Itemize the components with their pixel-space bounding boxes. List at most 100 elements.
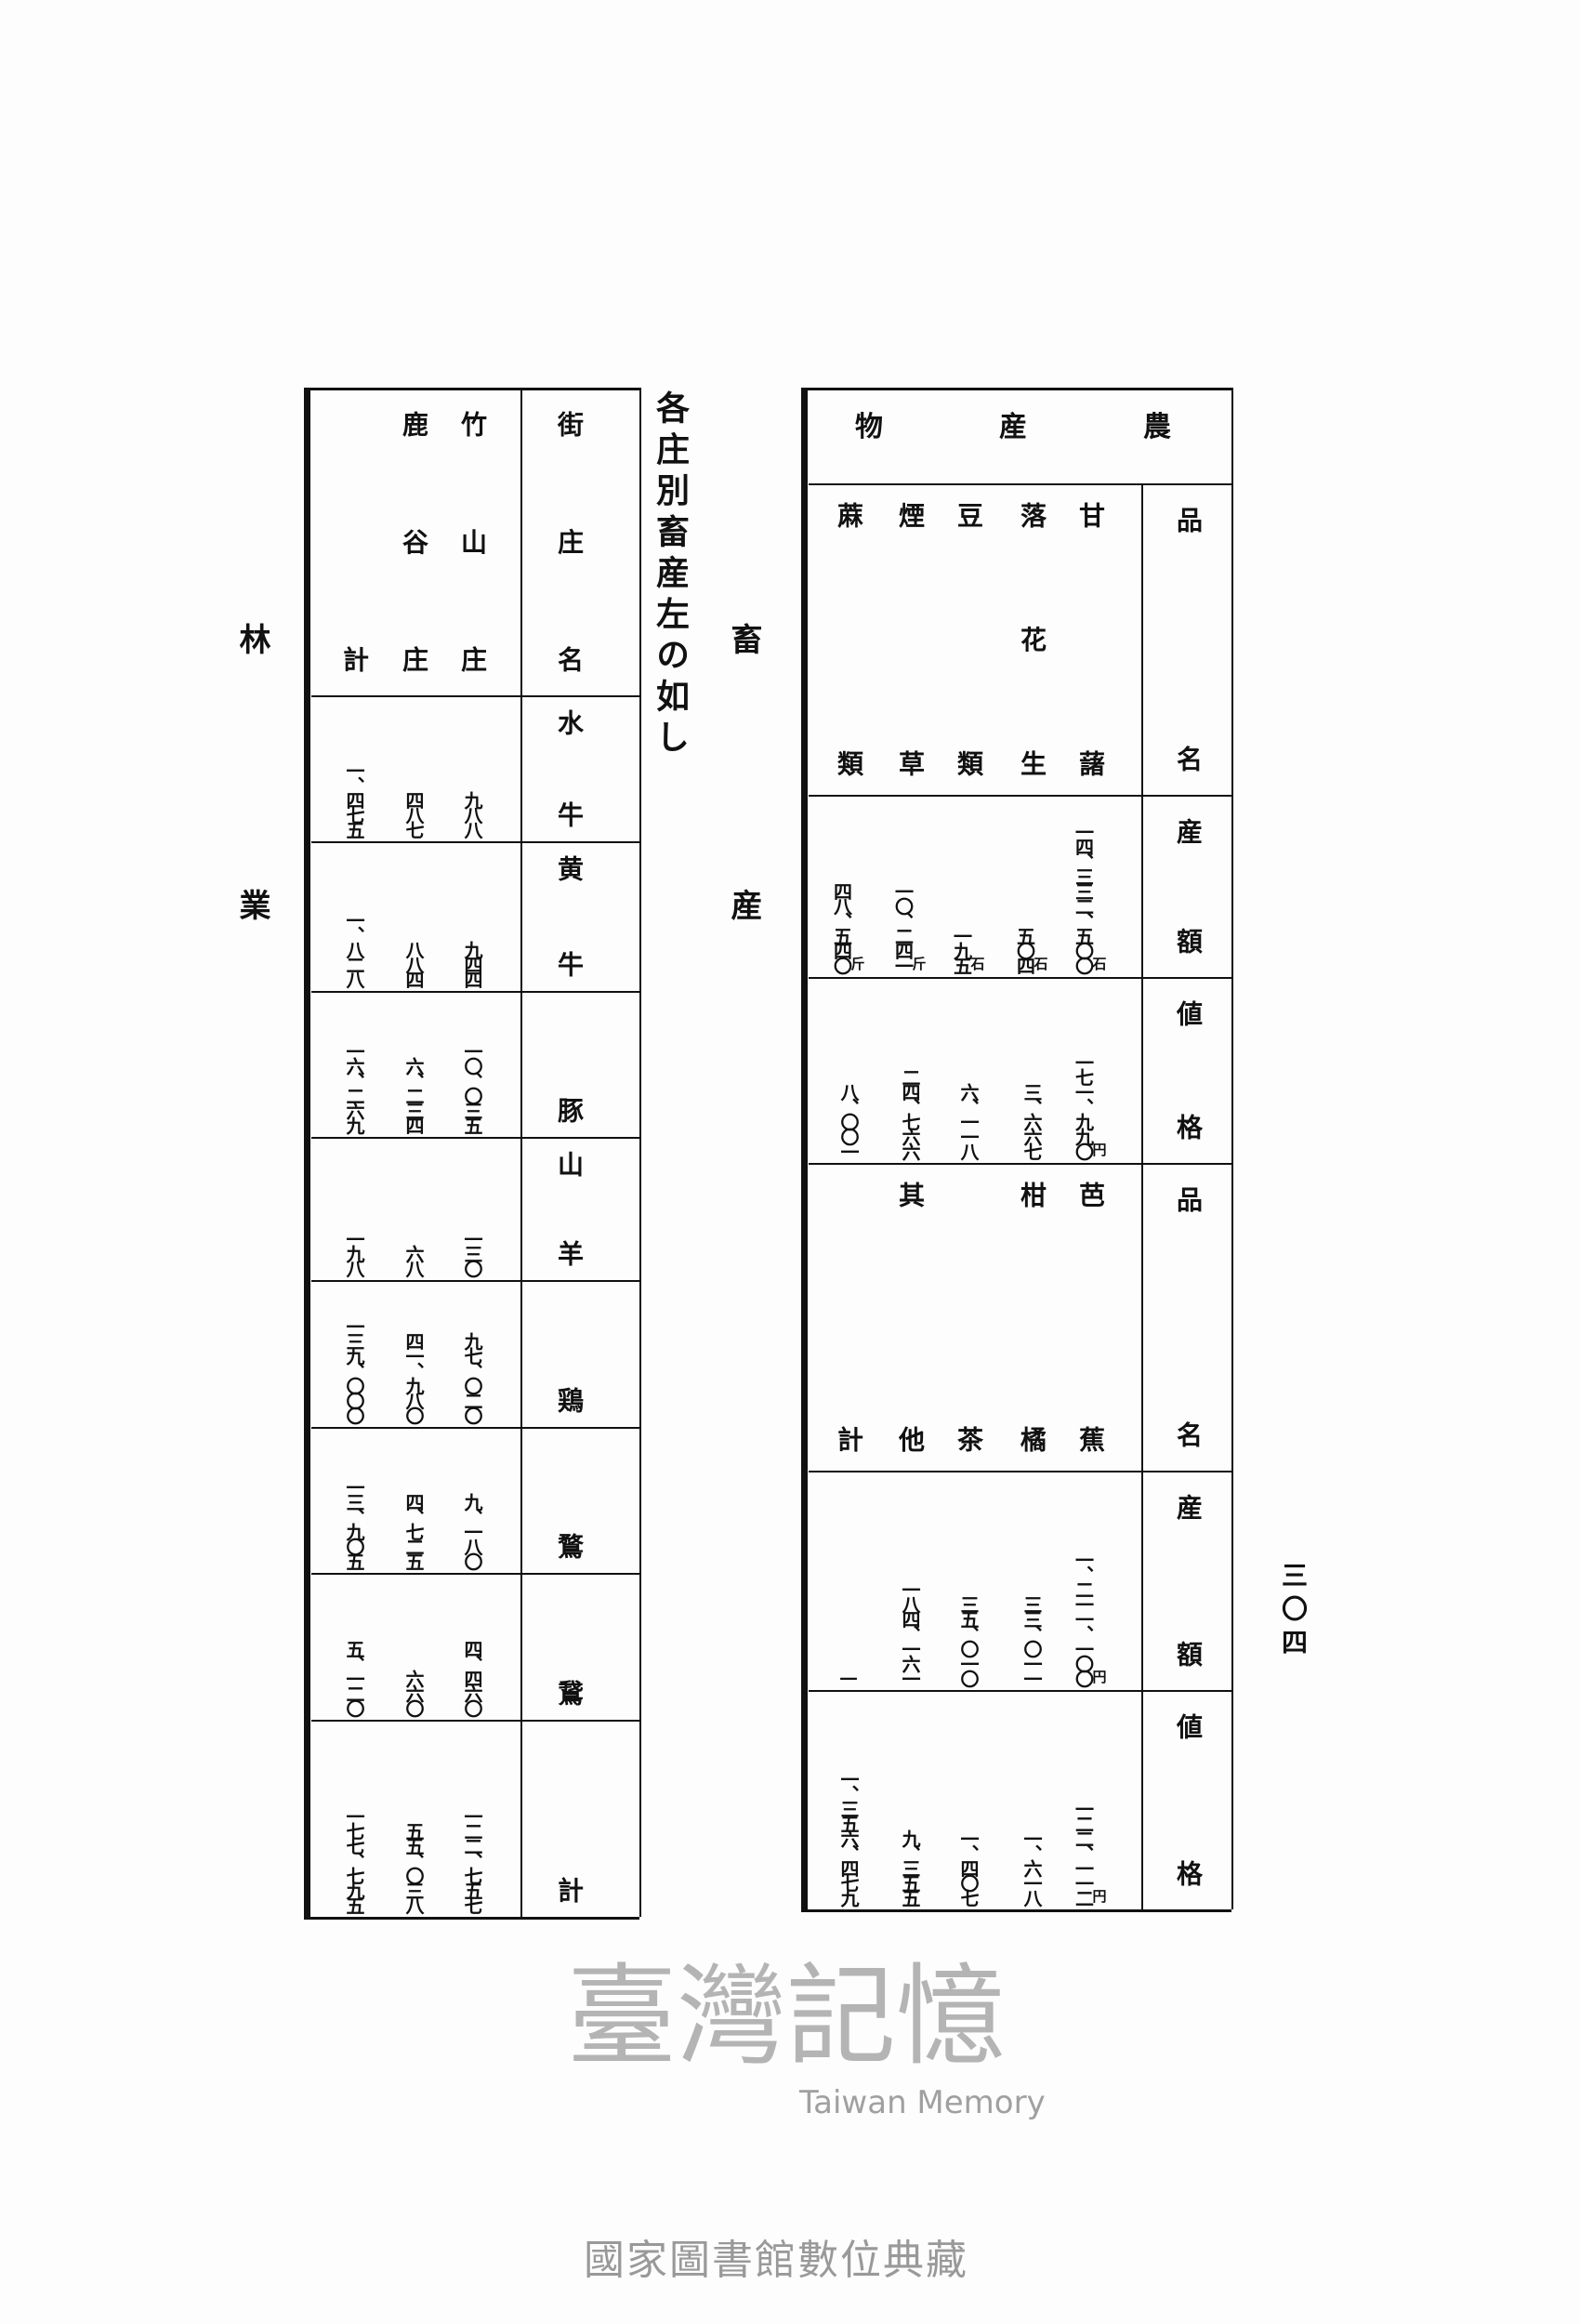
header-label-4: 産額 bbox=[1162, 1494, 1214, 1667]
row-divider bbox=[311, 991, 639, 993]
column-header-5-text: 鶩 bbox=[554, 1533, 585, 1559]
livestock-value-text: 一三、九〇五 bbox=[343, 1478, 365, 1567]
product-output-text: — bbox=[837, 1666, 860, 1684]
livestock-value: 五、一二〇 bbox=[336, 1582, 373, 1714]
product-output-text: 一八四、一六一 bbox=[899, 1580, 921, 1684]
unit-label: 石 bbox=[1034, 956, 1048, 972]
product-output-text: 一〇、二四一 bbox=[891, 882, 915, 971]
row-divider bbox=[311, 841, 639, 843]
product-value-text: 二四、七六六 bbox=[899, 1068, 921, 1157]
unit-label: 円 bbox=[1092, 1142, 1107, 1158]
product-name-text: 芭蕉 bbox=[1075, 1182, 1106, 1452]
product-name-text: 煙草 bbox=[895, 502, 926, 776]
column-header-7: 計 bbox=[543, 1734, 595, 1903]
livestock-value: 一三九、〇〇〇 bbox=[336, 1289, 373, 1421]
livestock-value-text: 一六、二六九 bbox=[343, 1042, 365, 1131]
livestock-value-text: 六、二三四 bbox=[402, 1057, 425, 1131]
table-border-top bbox=[304, 388, 639, 390]
livestock-value-text: 五五、〇三八 bbox=[402, 1822, 425, 1911]
livestock-value: 四一、九八〇 bbox=[395, 1289, 432, 1421]
livestock-value-text: 一〇、〇三五 bbox=[461, 1042, 483, 1131]
row-divider bbox=[311, 1137, 639, 1139]
product-name-text: 落花生 bbox=[1017, 502, 1047, 776]
product-value-text: 一、三五六、四七九 bbox=[837, 1770, 860, 1904]
column-header-0-text: 水牛 bbox=[554, 709, 585, 827]
product-name: 其他 bbox=[884, 1182, 936, 1452]
livestock-value: 一〇、〇三五 bbox=[454, 1000, 491, 1131]
product-output: — bbox=[830, 1480, 867, 1684]
livestock-value-text: 九八八 bbox=[461, 791, 483, 836]
livestock-value: 四、七二五 bbox=[395, 1436, 432, 1567]
product-value: 一、六一八 bbox=[1013, 1699, 1050, 1904]
product-output: 四八、五四〇斤 bbox=[830, 804, 867, 971]
livestock-value: 九八八 bbox=[454, 705, 491, 836]
column-header-3-text: 山羊 bbox=[554, 1151, 585, 1266]
row-label-2: 計 bbox=[328, 411, 380, 672]
header-label-5-text: 値格 bbox=[1173, 1713, 1204, 1886]
product-value-text: 八、〇〇一 bbox=[837, 1083, 860, 1157]
unit-label: 斤 bbox=[912, 956, 927, 972]
row-divider bbox=[311, 695, 639, 697]
livestock-value: 一二二、七五七 bbox=[454, 1729, 491, 1911]
row-divider bbox=[809, 483, 1231, 485]
livestock-value: 一七七、七九五 bbox=[336, 1729, 373, 1911]
header-label-4-text: 産額 bbox=[1173, 1494, 1204, 1667]
row-divider bbox=[809, 795, 1231, 797]
column-header-4: 鶏 bbox=[543, 1294, 595, 1413]
livestock-value-text: 六八 bbox=[402, 1245, 425, 1274]
product-output: 五〇四石 bbox=[1013, 804, 1050, 971]
product-output: 一〇、二四一斤 bbox=[891, 804, 928, 971]
livestock-value-text: 四一、九八〇 bbox=[402, 1332, 425, 1421]
row-label-1-text: 鹿谷庄 bbox=[399, 411, 429, 672]
table-border-right bbox=[1231, 388, 1233, 1909]
product-output: 一八四、一六一 bbox=[891, 1480, 928, 1684]
header-label-0-text: 品名 bbox=[1173, 507, 1204, 772]
product-output-text: 三五、〇一〇 bbox=[957, 1595, 980, 1684]
row-divider bbox=[311, 1280, 639, 1282]
product-value: 六、一一八 bbox=[950, 986, 987, 1157]
product-name: 豆類 bbox=[942, 502, 994, 776]
livestock-value-text: 一三九、〇〇〇 bbox=[343, 1317, 365, 1421]
header-town-name: 街庄名 bbox=[543, 411, 595, 672]
product-name-text: 豆類 bbox=[954, 502, 984, 776]
product-value: 一、三五六、四七九 bbox=[830, 1699, 867, 1904]
product-name: 茶 bbox=[942, 1182, 994, 1452]
livestock-value: 一三、九〇五 bbox=[336, 1436, 373, 1567]
product-output: 一四、三三二、五〇〇石 bbox=[1072, 804, 1109, 971]
livestock-title-text: 各庄別畜産左の如し bbox=[651, 390, 690, 753]
livestock-value: 一、八二八 bbox=[336, 851, 373, 985]
header-label-0: 品名 bbox=[1162, 507, 1214, 772]
row-divider bbox=[809, 1471, 1231, 1472]
column-header-1-text: 黄牛 bbox=[554, 855, 585, 977]
column-header-2: 豚 bbox=[543, 1005, 595, 1123]
row-label-2-text: 計 bbox=[339, 646, 370, 672]
column-header-4-text: 鶏 bbox=[554, 1387, 585, 1413]
page-number-text: 三〇四 bbox=[1278, 1562, 1309, 1655]
product-name-text: 計 bbox=[834, 1426, 864, 1452]
farm-table-title: 農産物 bbox=[855, 411, 1171, 443]
product-output-text: 一四、三三二、五〇〇 bbox=[1072, 823, 1095, 971]
livestock-value-text: 一三〇 bbox=[461, 1230, 483, 1274]
row-divider bbox=[809, 1690, 1231, 1692]
livestock-value-text: 四八七 bbox=[402, 791, 425, 836]
livestock-value: 四、四六〇 bbox=[454, 1582, 491, 1714]
section-heading-livestock: 畜産 bbox=[712, 623, 775, 920]
header-label-3: 品名 bbox=[1162, 1186, 1214, 1447]
product-output-text: 四八、五四〇 bbox=[830, 882, 853, 971]
row-divider bbox=[809, 977, 1231, 979]
header-label-1-text: 産額 bbox=[1173, 818, 1204, 954]
product-value: 二四、七六六 bbox=[891, 986, 928, 1157]
header-label-2: 値格 bbox=[1162, 1000, 1214, 1140]
section-heading-livestock-text: 畜産 bbox=[725, 623, 762, 920]
product-name: 芭蕉 bbox=[1064, 1182, 1116, 1452]
product-value: 一七一、九九〇円 bbox=[1072, 986, 1109, 1157]
livestock-value-text: 一、四七五 bbox=[343, 761, 365, 836]
livestock-value: 九七、〇二〇 bbox=[454, 1289, 491, 1421]
product-name-text: 其他 bbox=[895, 1182, 926, 1452]
row-divider bbox=[809, 1163, 1231, 1165]
product-name-text: 蔴類 bbox=[834, 502, 864, 776]
product-value-text: 一、四〇七 bbox=[957, 1829, 980, 1904]
product-value-text: 三、六六七 bbox=[1020, 1083, 1043, 1157]
table-border-bottom bbox=[801, 1909, 1231, 1912]
livestock-value: 一三〇 bbox=[454, 1146, 491, 1274]
